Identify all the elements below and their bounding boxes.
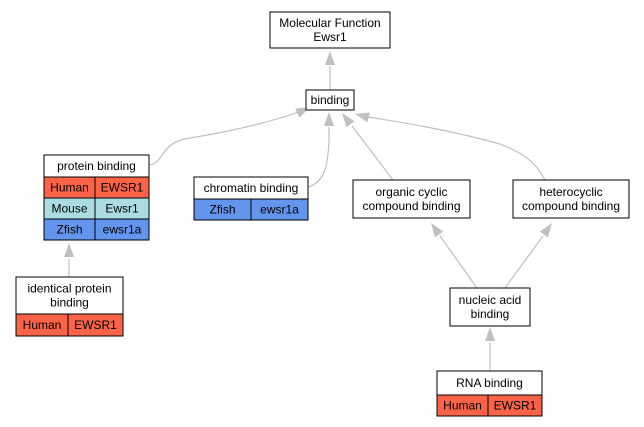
graph-edges bbox=[64, 51, 552, 371]
node-label: RNA binding bbox=[456, 376, 523, 390]
edge-line bbox=[367, 116, 546, 181]
node-label: heterocyclic bbox=[539, 185, 602, 199]
edge-line bbox=[504, 235, 544, 289]
edge-nucleic-hetero bbox=[504, 223, 552, 289]
species-label: Zfish bbox=[56, 223, 82, 237]
node-label: Molecular Function bbox=[279, 16, 380, 30]
node-label: protein binding bbox=[57, 159, 136, 173]
edge-line bbox=[439, 235, 478, 289]
node-label: identical protein bbox=[27, 282, 111, 296]
arrowhead bbox=[324, 112, 334, 126]
gene-label[interactable]: EWSR1 bbox=[494, 399, 537, 413]
edge-line bbox=[351, 125, 394, 181]
edge-chromatin-binding bbox=[307, 112, 334, 188]
node-label: binding bbox=[50, 296, 89, 310]
node-label: compound binding bbox=[522, 199, 620, 213]
arrowhead bbox=[539, 223, 552, 238]
node-label: nucleic acid bbox=[459, 293, 522, 307]
species-label: Human bbox=[443, 399, 482, 413]
arrowhead bbox=[64, 243, 74, 257]
gene-cell bbox=[67, 313, 124, 337]
arrowhead bbox=[485, 327, 495, 341]
arrowhead bbox=[355, 112, 370, 123]
species-label: Mouse bbox=[51, 202, 87, 216]
gene-cell bbox=[487, 394, 543, 417]
node-title-box bbox=[305, 89, 355, 111]
arrowhead bbox=[431, 223, 444, 238]
node-title-box bbox=[436, 370, 543, 396]
arrowhead bbox=[342, 113, 355, 128]
node-title-box bbox=[15, 276, 124, 315]
species-label: Zfish bbox=[209, 203, 235, 217]
gene-label[interactable]: EWSR1 bbox=[101, 181, 144, 195]
gene-label[interactable]: ewsr1a bbox=[260, 203, 299, 217]
edge-binding-root bbox=[325, 51, 335, 90]
gene-cell bbox=[94, 218, 150, 241]
node-label: binding bbox=[311, 93, 350, 107]
node-label: binding bbox=[471, 307, 510, 321]
edge-rna-nucleic bbox=[485, 327, 495, 371]
arrowhead bbox=[325, 51, 335, 65]
node-binding[interactable]: binding bbox=[305, 89, 355, 111]
node-label: chromatin binding bbox=[204, 181, 299, 195]
edge-organic-binding bbox=[342, 113, 394, 181]
node-title-box bbox=[512, 179, 630, 219]
edge-line bbox=[307, 127, 330, 188]
gene-label[interactable]: ewsr1a bbox=[103, 223, 142, 237]
gene-label[interactable]: EWSR1 bbox=[74, 318, 117, 332]
node-title-box bbox=[449, 287, 531, 327]
edge-nucleic-organic bbox=[431, 223, 478, 289]
species-label: Human bbox=[50, 181, 89, 195]
edge-hetero-binding bbox=[355, 112, 546, 181]
node-title-box bbox=[269, 11, 391, 49]
node-label: Ewsr1 bbox=[313, 30, 347, 44]
node-label: organic cyclic bbox=[375, 185, 447, 199]
species-label: Human bbox=[23, 318, 62, 332]
gene-label[interactable]: Ewsr1 bbox=[105, 202, 139, 216]
gene-cell bbox=[250, 198, 309, 221]
node-label: compound binding bbox=[362, 199, 460, 213]
edge-line bbox=[149, 108, 307, 166]
node-title-box bbox=[352, 179, 471, 219]
edge-identical-protein bbox=[64, 243, 74, 277]
edge-protein-binding bbox=[149, 107, 310, 166]
